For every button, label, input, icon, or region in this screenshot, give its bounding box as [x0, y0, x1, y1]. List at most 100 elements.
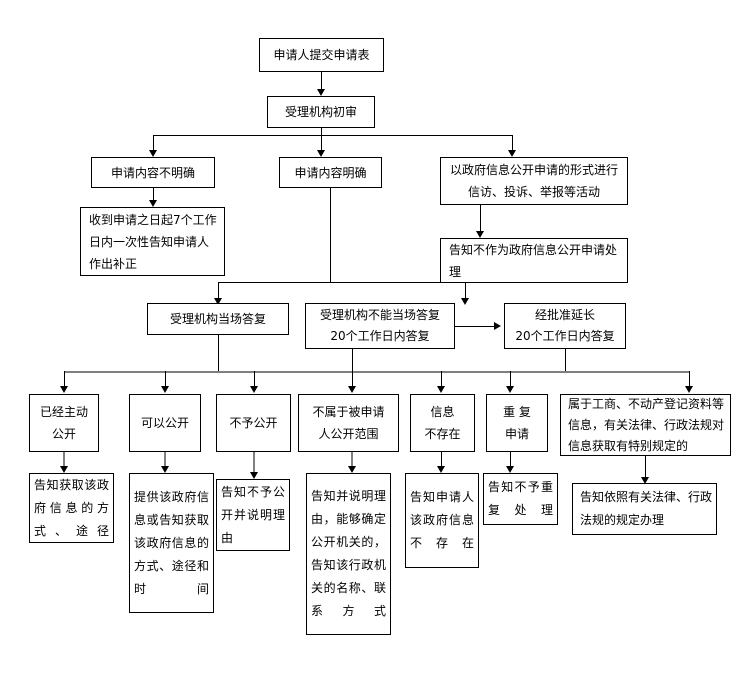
bus-drop-7: [689, 371, 690, 388]
node-petition-complaint-report[interactable]: 以政府信息公开申请的形式进行信访、投诉、举报等活动: [440, 157, 628, 205]
connector-n2-down: [321, 128, 322, 136]
arrow-n3-n6: [149, 200, 157, 207]
arrow-to-n8: [214, 298, 222, 305]
connector-n3-n6: [153, 188, 154, 202]
distribution-bus: [64, 371, 689, 373]
connector-split-right: [465, 282, 466, 300]
bus-drop-5: [441, 371, 442, 388]
arrow-bus-5: [437, 386, 445, 393]
node-information-not-exist[interactable]: 信息 不存在: [410, 394, 475, 452]
node-label: 受理机构当场答复: [169, 312, 266, 326]
connector-n4-down: [330, 188, 331, 282]
node-duplicate-application[interactable]: 重 复 申请: [486, 394, 548, 452]
node-already-proactively-disclosed[interactable]: 已经主动 公开: [29, 394, 99, 452]
arrow-l3-r3: [250, 472, 258, 479]
node-submit-application[interactable]: 申请人提交申请表: [259, 38, 384, 72]
node-not-treated-as-disclosure[interactable]: 告知不作为政府信息公开申请处理: [440, 238, 628, 283]
connector-l2-r2: [164, 452, 166, 471]
node-label: 信息 不存在: [424, 405, 461, 441]
node-approved-extension[interactable]: 经批准延长 20个工作日内答复: [504, 303, 626, 349]
node-initial-review[interactable]: 受理机构初审: [267, 96, 375, 128]
node-label: 受理机构初审: [284, 105, 357, 119]
bus-drop-1: [64, 371, 65, 388]
node-provide-or-notify-access[interactable]: 提供该政府信息或告知获取该政府信息的方式、途径和时间: [129, 473, 214, 613]
node-label: 收到申请之日起7个工作日内一次性告知申请人作出补正: [89, 212, 217, 271]
arrow-l1-r1: [60, 466, 68, 473]
node-label: 提供该政府信息或告知获取该政府信息的方式、途径和时间: [134, 489, 209, 596]
bus-drop-3: [254, 371, 255, 388]
node-label: 已经主动 公开: [39, 405, 88, 441]
node-label: 属于工商、不动产登记资料等信息，有关法律、行政法规对信息获取有特别规定的: [568, 396, 725, 453]
arrow-bus-1: [60, 386, 68, 393]
arrow-n9-n10: [494, 322, 501, 330]
connector-l1-r1: [63, 452, 65, 471]
node-notify-correction[interactable]: 收到申请之日起7个工作日内一次性告知申请人作出补正: [80, 207, 225, 276]
arrow-bus-3: [250, 386, 258, 393]
node-notify-access-method[interactable]: 告知获取该政府信息的方式、途径: [29, 473, 114, 543]
node-label: 告知并说明理由，能够确定公开机关的，告知该行政机关的名称、联系方式: [311, 489, 386, 618]
arrow-bus-4: [348, 386, 356, 393]
node-label: 经批准延长 20个工作日内答复: [515, 308, 615, 343]
connector-n9-n10: [455, 326, 497, 327]
node-label: 受理机构不能当场答复 20个工作日内答复: [319, 308, 440, 343]
arrow-to-n3: [149, 150, 157, 157]
connector-bus-row1: [153, 135, 513, 136]
node-label: 重 复 申请: [503, 405, 531, 441]
arrow-l4-r4: [348, 466, 356, 473]
arrow-l6-r6: [506, 466, 514, 473]
arrow-l5-r5: [437, 466, 445, 473]
arrow-n1-n2: [317, 89, 325, 96]
node-label: 申请人提交申请表: [273, 48, 370, 62]
connector-l7-r7: [645, 456, 646, 481]
node-label: 申请内容明确: [294, 165, 367, 180]
connector-l3-r3: [253, 452, 255, 477]
arrow-bus-7: [685, 386, 693, 393]
arrow-to-n9: [461, 298, 469, 305]
connector-split-left: [218, 282, 219, 300]
arrow-to-n4: [317, 150, 325, 157]
connector-n4-split: [218, 282, 465, 283]
node-label: 告知获取该政府信息的方式、途径: [34, 477, 109, 538]
connector-n8-drop: [218, 335, 219, 372]
node-outside-disclosure-scope[interactable]: 不属于被申请 人公开范围: [298, 394, 399, 452]
node-label: 不予公开: [229, 416, 278, 430]
bus-drop-4: [352, 371, 353, 388]
bus-drop-2: [165, 371, 166, 388]
node-label: 可以公开: [140, 416, 189, 430]
connector-n1-n2: [321, 72, 322, 91]
node-label: 告知依照有关法律、行政法规的规定办理: [580, 490, 713, 527]
connector-n5-n7: [480, 205, 481, 233]
node-label: 不属于被申请 人公开范围: [312, 405, 385, 441]
arrow-bus-2: [161, 386, 169, 393]
node-label: 告知不予公开并说明理由: [221, 484, 285, 545]
node-not-disclosed[interactable]: 不予公开: [216, 394, 291, 452]
node-notify-reason-and-authority[interactable]: 告知并说明理由，能够确定公开机关的，告知该行政机关的名称、联系方式: [306, 473, 391, 635]
arrow-l2-r2: [161, 466, 169, 473]
node-notify-refusal-reason[interactable]: 告知不予公开并说明理由: [216, 479, 290, 551]
node-can-disclose[interactable]: 可以公开: [129, 394, 201, 452]
connector-l5-r5: [441, 452, 442, 471]
connector-l6-r6: [510, 452, 511, 471]
node-content-clear[interactable]: 申请内容明确: [279, 157, 382, 188]
connector-n9-drop: [352, 349, 353, 389]
connector-bus-right-drop: [512, 135, 513, 152]
bus-drop-6: [510, 371, 511, 388]
connector-bus-mid-drop: [321, 135, 322, 152]
connector-bus-left-drop: [153, 135, 154, 152]
node-label: 告知不予重复处理: [488, 480, 553, 517]
node-content-unclear[interactable]: 申请内容不明确: [91, 157, 215, 188]
connector-n10-drop: [565, 349, 566, 372]
node-notify-no-duplicate-processing[interactable]: 告知不予重复处理: [483, 473, 558, 525]
node-label: 告知申请人该政府信息不存在: [410, 490, 474, 550]
node-special-registry-info[interactable]: 属于工商、不动产登记资料等信息，有关法律、行政法规对信息获取有特别规定的: [560, 394, 731, 456]
node-label: 告知不作为政府信息公开申请处理: [449, 242, 618, 279]
arrow-n5-n7: [476, 231, 484, 238]
arrow-l7-r7: [641, 477, 649, 484]
node-notify-not-exist[interactable]: 告知申请人该政府信息不存在: [405, 473, 479, 568]
node-onsite-reply[interactable]: 受理机构当场答复: [147, 303, 289, 335]
node-label: 申请内容不明确: [110, 165, 195, 180]
node-notify-per-law[interactable]: 告知依照有关法律、行政法规的规定办理: [572, 483, 717, 535]
node-cannot-reply-onsite[interactable]: 受理机构不能当场答复 20个工作日内答复: [305, 303, 455, 349]
arrow-to-n5: [508, 150, 516, 157]
connector-l4-r4: [351, 452, 353, 471]
